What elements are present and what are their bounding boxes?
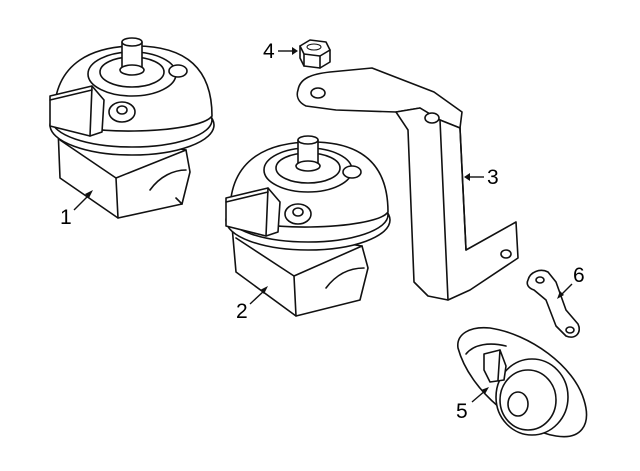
callout-3: 3 (464, 166, 499, 189)
callout-1: 1 (60, 190, 93, 229)
callout-label-1: 1 (60, 206, 72, 229)
horn-5 (457, 326, 588, 438)
callout-4: 4 (263, 40, 298, 63)
horn-1 (49, 37, 215, 219)
callout-2: 2 (236, 286, 268, 323)
bracket-6 (526, 269, 581, 338)
callout-label-5: 5 (456, 400, 468, 423)
nut-4 (299, 39, 331, 69)
bracket-3 (296, 67, 519, 301)
horn-2 (225, 135, 391, 317)
callout-label-2: 2 (236, 300, 248, 323)
callout-6: 6 (557, 264, 585, 299)
callout-5: 5 (456, 387, 489, 423)
callout-label-4: 4 (263, 40, 275, 63)
callout-label-6: 6 (573, 264, 585, 287)
callout-label-3: 3 (487, 166, 499, 189)
